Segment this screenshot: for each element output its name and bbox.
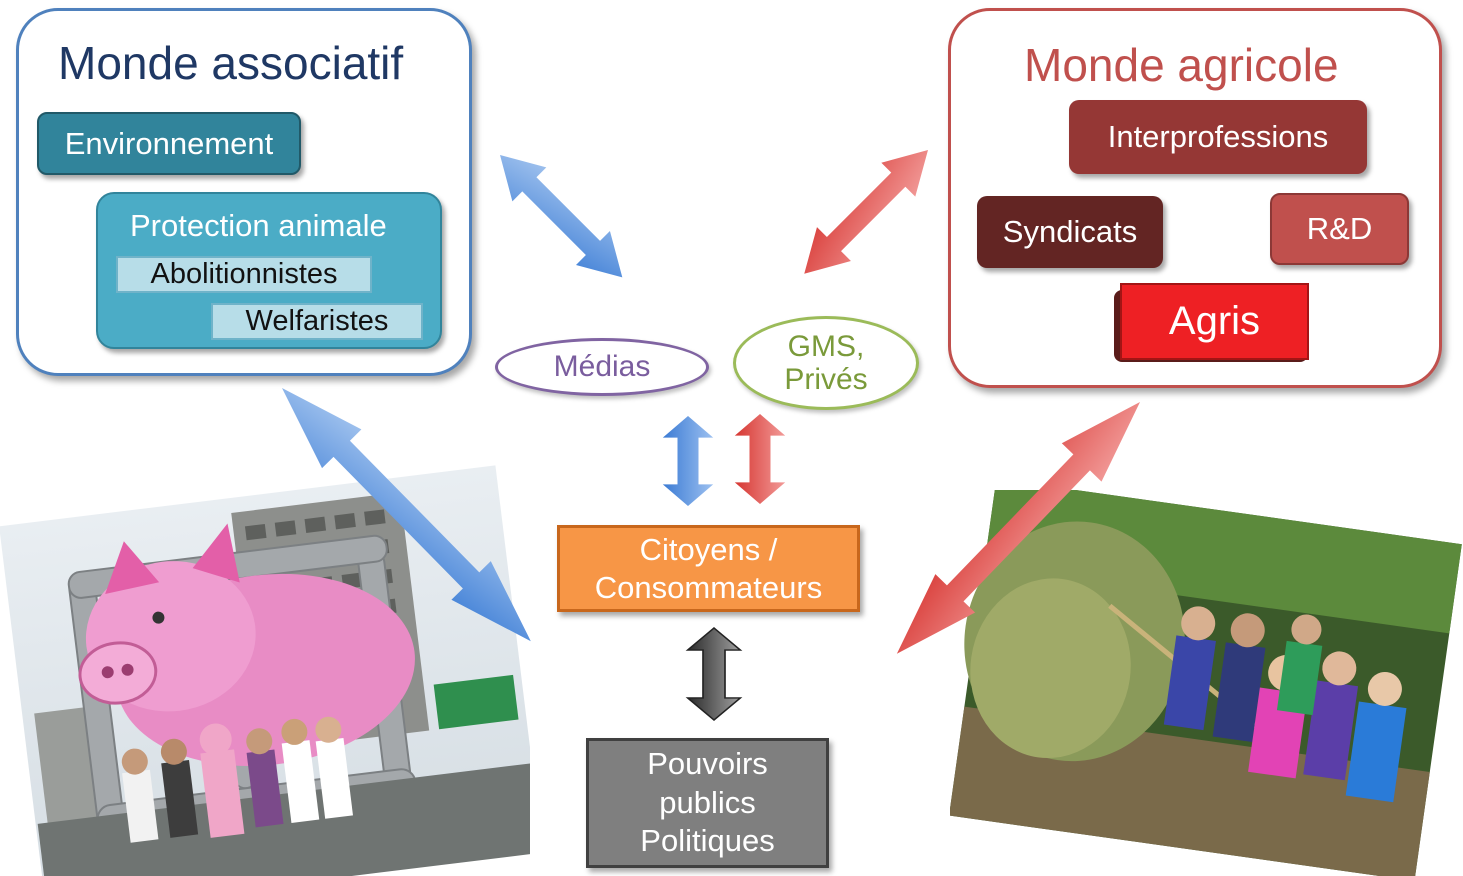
pouvoirs-publics-box: Pouvoirs publics Politiques [586, 738, 829, 868]
arrow-medias-citoyens [662, 416, 714, 507]
citoyens-consommateurs-box: Citoyens / Consommateurs [557, 525, 860, 612]
gms-line-2: Privés [784, 363, 868, 396]
rd-box: R&D [1270, 193, 1409, 265]
pouvoirs-line-1: Pouvoirs [647, 745, 768, 781]
citoyens-line-2: Consommateurs [594, 569, 823, 605]
monde-agricole-title: Monde agricole [1024, 39, 1339, 91]
citoyens-line-1: Citoyens / [639, 532, 778, 568]
monde-associatif-title: Monde associatif [58, 37, 404, 89]
arrow-citoyens-pouvoirs [685, 627, 743, 721]
gms-prives-ellipse: GMS, Privés [733, 316, 919, 410]
arrow-gms-citoyens [734, 414, 786, 505]
abolitionnistes-box: Abolitionnistes [116, 256, 372, 293]
protection-animale-title: Protection animale [130, 208, 387, 243]
medias-ellipse: Médias [495, 338, 709, 396]
syndicats-box: Syndicats [977, 196, 1163, 268]
environnement-box: Environnement [37, 112, 301, 175]
gms-line-1: GMS, [787, 330, 865, 363]
pouvoirs-line-3: Politiques [640, 823, 775, 859]
arrow-assoc-citoyens [282, 388, 531, 642]
interprofessions-box: Interprofessions [1069, 100, 1367, 174]
arrow-agri-gms [804, 150, 928, 274]
pouvoirs-line-2: publics [659, 784, 756, 820]
agris-box: Agris [1120, 283, 1309, 360]
welfaristes-box: Welfaristes [211, 303, 423, 340]
arrow-assoc-medias [500, 155, 623, 278]
arrow-agri-citoyens [896, 402, 1140, 654]
children-farm-photo [950, 490, 1462, 876]
pig-protest-photo [0, 465, 530, 876]
